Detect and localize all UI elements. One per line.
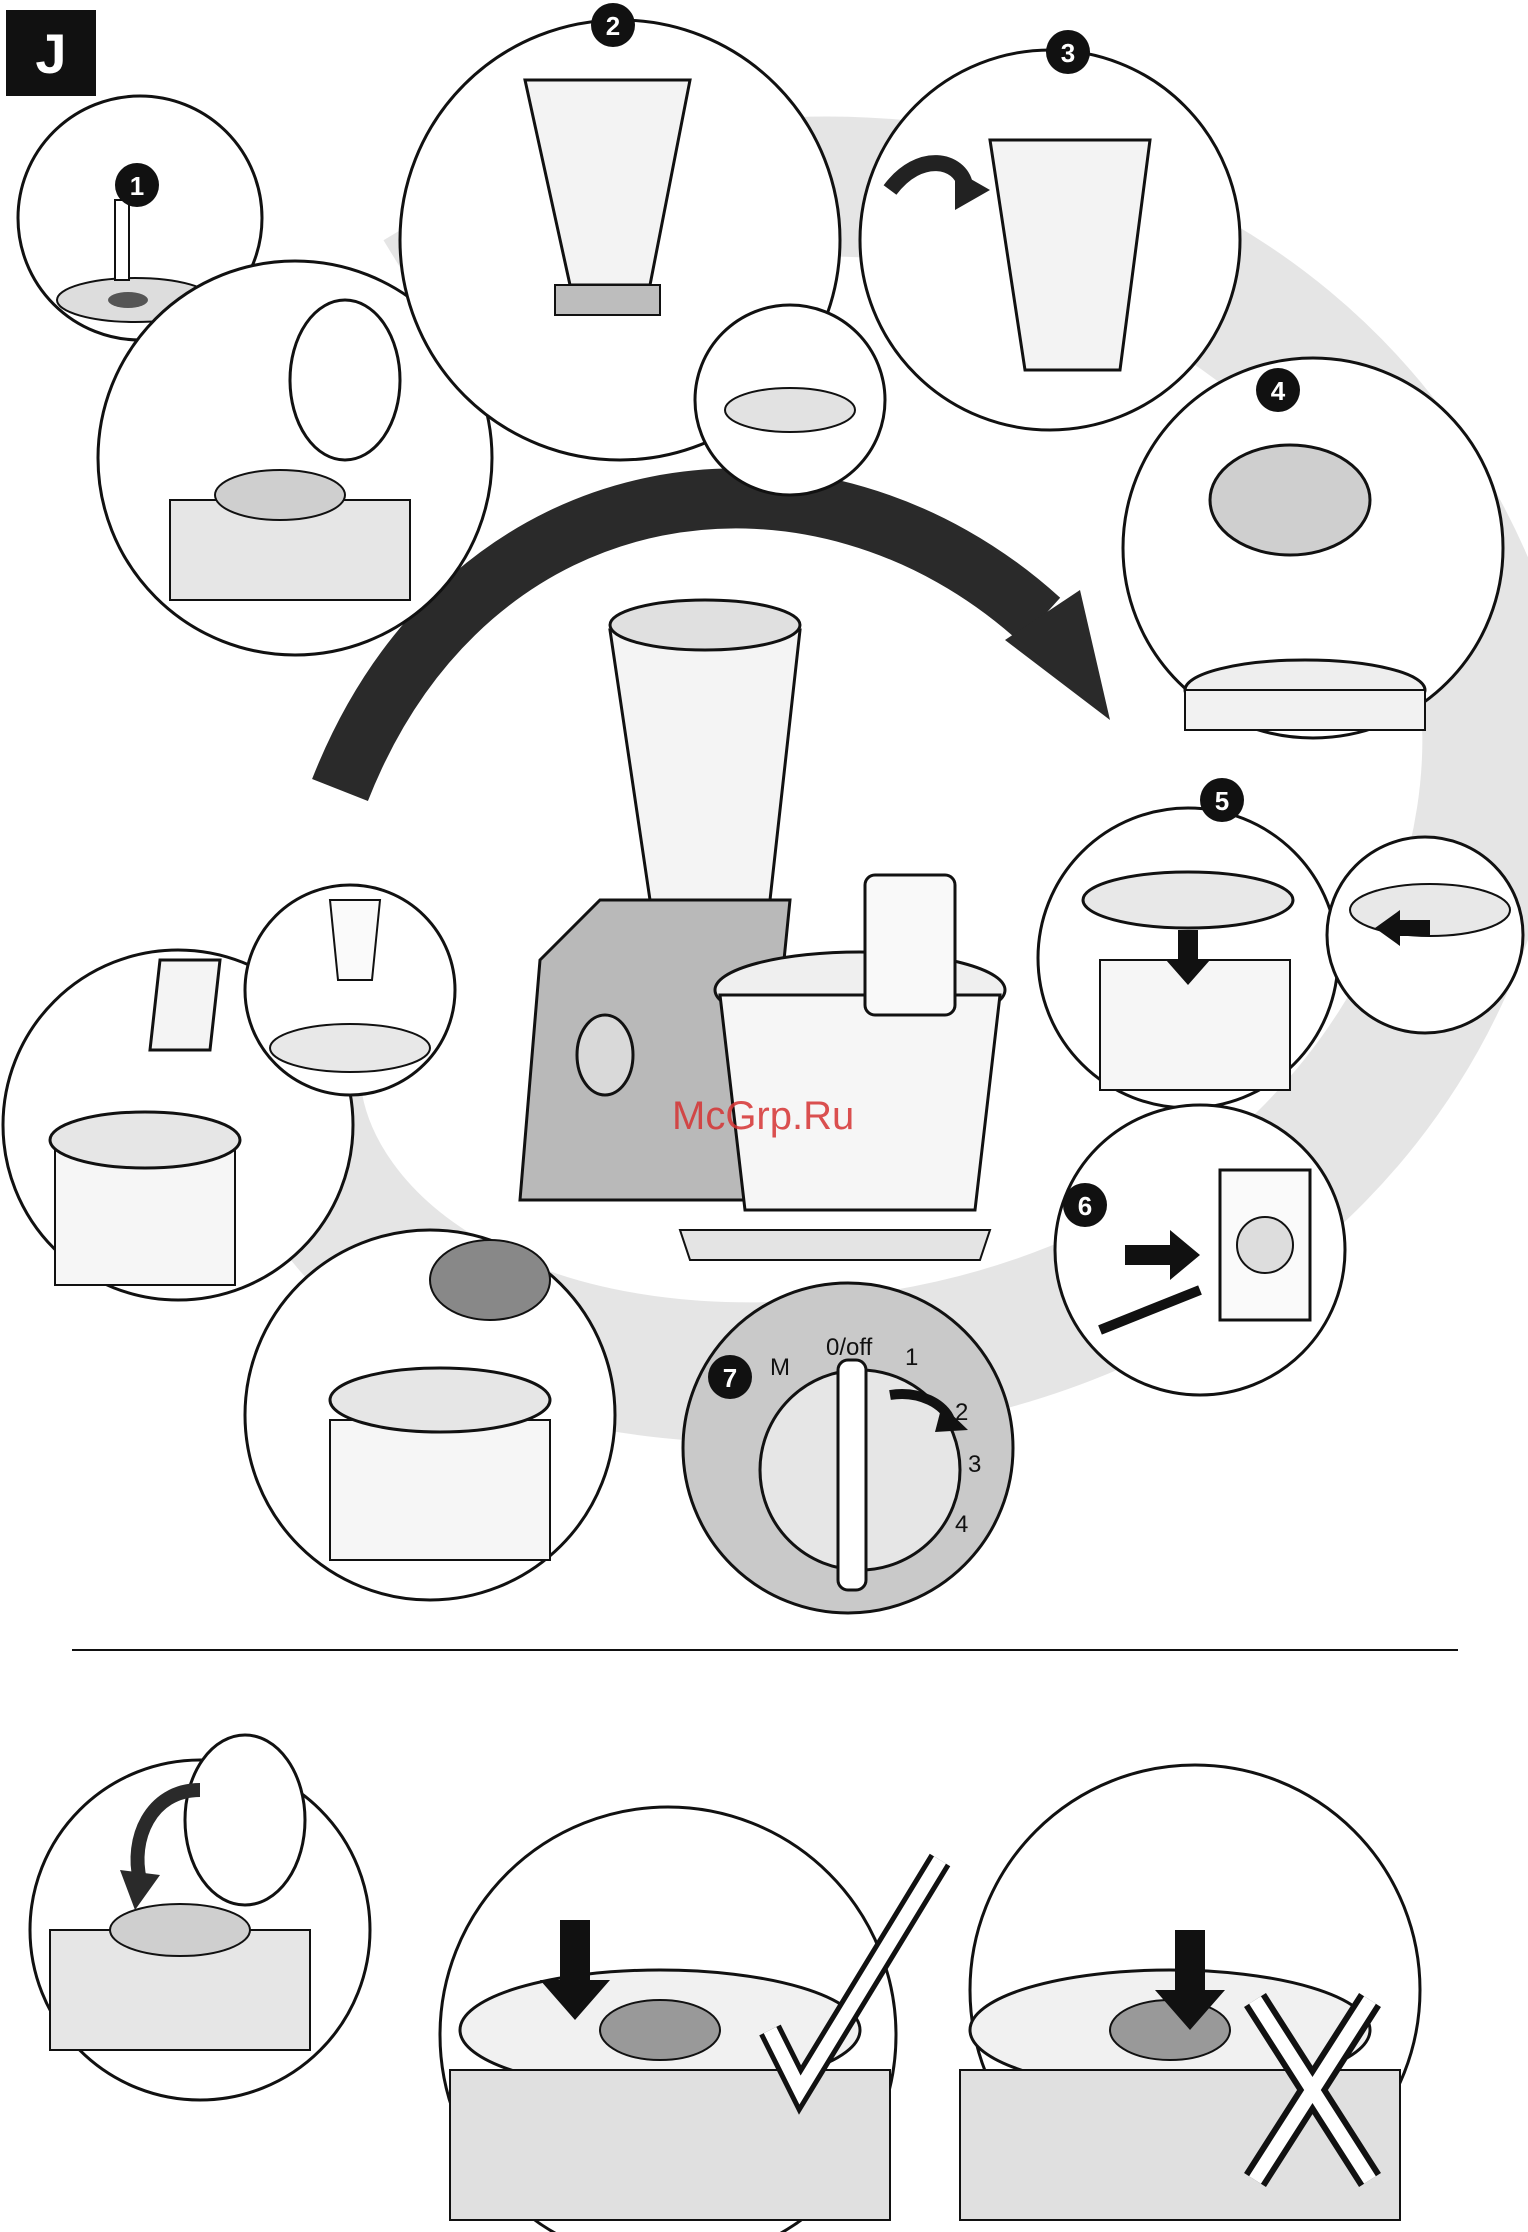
step-6-badge: 6: [1063, 1183, 1107, 1227]
dial-label-3: 3: [968, 1451, 981, 1478]
step-5-badge: 5: [1200, 778, 1244, 822]
dial-label-2: 2: [955, 1399, 968, 1426]
step-3-badge: 3: [1046, 30, 1090, 74]
svg-text:7: 7: [723, 1363, 737, 1393]
step-1-badge: 1: [115, 163, 159, 207]
svg-text:3: 3: [1061, 38, 1075, 68]
food-processor-illustration: [520, 600, 1005, 1260]
dial-label-m: M: [770, 1354, 790, 1381]
step-7-panel: M 0/off 1 2 3 4: [683, 1283, 1013, 1613]
svg-text:2: 2: [606, 11, 620, 41]
step-4-panel: [1123, 358, 1503, 738]
watermark-text: McGrp.Ru: [672, 1094, 854, 1139]
dial-label-1: 1: [905, 1344, 918, 1371]
svg-text:5: 5: [1215, 786, 1229, 816]
step-4-badge: 4: [1256, 368, 1300, 412]
bottom-panel-correct: [440, 1807, 940, 2232]
svg-text:4: 4: [1271, 376, 1286, 406]
add-beans-panel: [245, 1230, 615, 1600]
step-6-panel: [1055, 1105, 1345, 1395]
step-2-badge: 2: [591, 3, 635, 47]
svg-text:1: 1: [130, 171, 144, 201]
dial-label-4: 4: [955, 1511, 968, 1538]
bottom-panel-close-cover: [30, 1735, 370, 2100]
bottom-panel-wrong: [960, 1765, 1420, 2220]
step-3-panel: [860, 50, 1240, 430]
svg-text:6: 6: [1078, 1191, 1092, 1221]
step-7-badge: 7: [708, 1355, 752, 1399]
dial-label-off: 0/off: [826, 1334, 873, 1361]
